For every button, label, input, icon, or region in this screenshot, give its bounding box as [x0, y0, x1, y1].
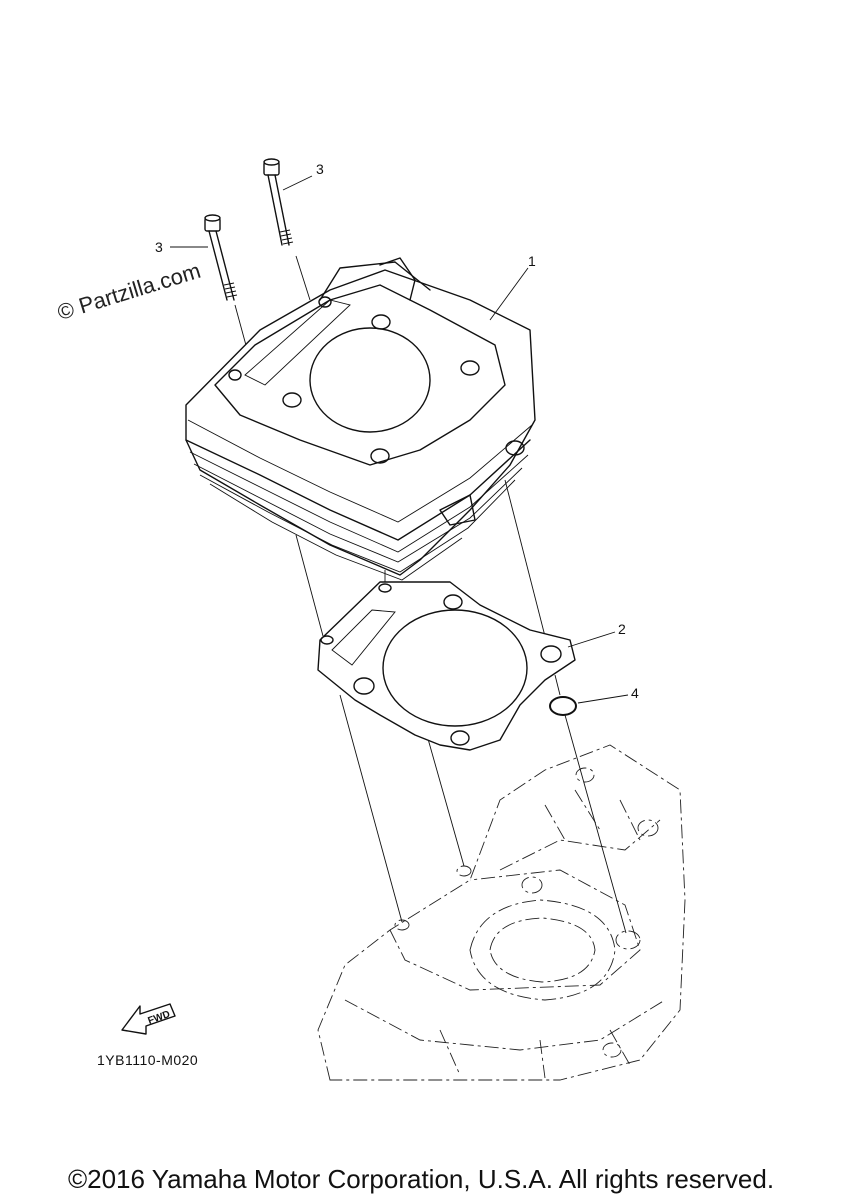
callout-2: 2 [618, 621, 626, 637]
crankcase-icon [317, 744, 686, 1081]
callout-1: 1 [528, 253, 536, 269]
bolt-icon [204, 214, 238, 301]
bolt-icon [263, 158, 294, 246]
callout-3-upper: 3 [316, 161, 324, 177]
copyright-notice: ©2016 Yamaha Motor Corporation, U.S.A. A… [67, 1164, 775, 1194]
gasket-icon [317, 581, 576, 751]
cylinder-icon [185, 257, 536, 581]
o-ring-icon [549, 696, 577, 716]
diagram-code: 1YB1110-M020 [97, 1052, 199, 1068]
callout-4: 4 [631, 685, 639, 701]
callout-3-lower: 3 [155, 239, 163, 255]
forward-arrow-icon [121, 1003, 176, 1035]
